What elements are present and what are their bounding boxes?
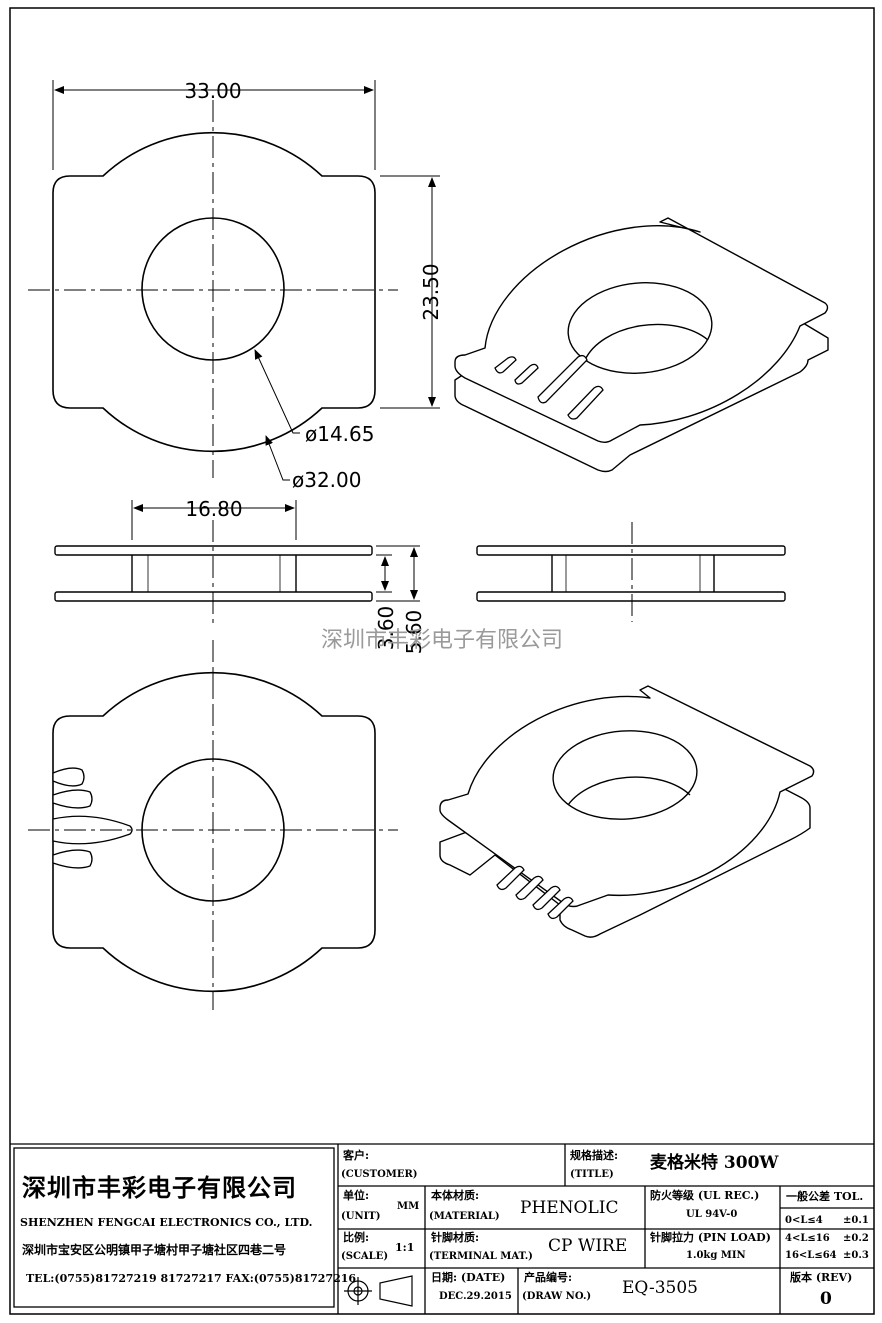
draw-no-label-en: (DRAW NO.) bbox=[522, 1291, 592, 1302]
iso-view-bottom-pins bbox=[496, 865, 574, 920]
tolerance-label: 一般公差 TOL. bbox=[786, 1190, 864, 1203]
title-label-en: (TITLE) bbox=[570, 1169, 614, 1180]
draw-no-label-cn: 产品编号: bbox=[524, 1271, 573, 1284]
dim-hole-diameter: ø14.65 bbox=[305, 422, 375, 446]
date-value: DEC.29.2015 bbox=[439, 1291, 512, 1302]
terminal-value: CP WIRE bbox=[548, 1236, 628, 1256]
title-block-grid bbox=[10, 1143, 874, 1314]
material-label-cn: 本体材质: bbox=[431, 1189, 480, 1202]
unit-label-cn: 单位: bbox=[343, 1189, 370, 1202]
title-value: 麦格米特 300W bbox=[650, 1153, 779, 1173]
material-value: PHENOLIC bbox=[520, 1198, 619, 1218]
tolerance-range-2: 4<L≤16 bbox=[785, 1233, 830, 1244]
terminal-label-cn: 针脚材质: bbox=[431, 1231, 480, 1244]
top-view-centerlines bbox=[28, 100, 398, 478]
customer-label-cn: 客户: bbox=[343, 1149, 370, 1162]
dim-side-gap: 3.60 bbox=[374, 606, 398, 651]
dim-top-height: 23.50 bbox=[419, 263, 443, 320]
fire-rating-label: 防火等级 (UL REC.) bbox=[650, 1189, 760, 1202]
scale-label-cn: 比例: bbox=[343, 1231, 370, 1244]
side-view-right bbox=[476, 545, 786, 602]
side-view-dims bbox=[131, 500, 420, 602]
revision-label: 版本 (REV) bbox=[790, 1271, 853, 1284]
fire-rating-value: UL 94V-0 bbox=[686, 1209, 738, 1220]
dim-side-width: 16.80 bbox=[185, 497, 242, 521]
company-name-en: SHENZHEN FENGCAI ELECTRONICS CO., LTD. bbox=[20, 1216, 313, 1229]
pin-load-label: 针脚拉力 (PIN LOAD) bbox=[650, 1231, 771, 1244]
company-contact: TEL:(0755)81727219 81727217 FAX:(0755)81… bbox=[26, 1272, 357, 1285]
title-label-cn: 规格描述: bbox=[570, 1149, 619, 1162]
revision-value: 0 bbox=[820, 1289, 832, 1309]
unit-label-en: (UNIT) bbox=[341, 1211, 381, 1222]
company-name-cn: 深圳市丰彩电子有限公司 bbox=[22, 1173, 297, 1202]
material-label-en: (MATERIAL) bbox=[429, 1211, 500, 1222]
drawing-frame bbox=[9, 7, 875, 1315]
watermark-text: 深圳市丰彩电子有限公司 bbox=[321, 628, 563, 653]
company-address: 深圳市宝安区公明镇甲子塘村甲子塘社区四巷二号 bbox=[22, 1243, 287, 1257]
dim-side-height: 5.60 bbox=[402, 610, 426, 655]
bottom-view-centerlines bbox=[28, 668, 398, 1010]
draw-no-value: EQ-3505 bbox=[622, 1278, 698, 1298]
tolerance-value-1: ±0.1 bbox=[843, 1215, 869, 1226]
tolerance-range-3: 16<L≤64 bbox=[785, 1250, 837, 1261]
tolerance-range-1: 0<L≤4 bbox=[785, 1215, 823, 1226]
scale-value: 1:1 bbox=[395, 1241, 415, 1254]
iso-view-bottom bbox=[439, 685, 815, 938]
tolerance-value-2: ±0.2 bbox=[843, 1233, 869, 1244]
unit-value: MM bbox=[397, 1201, 420, 1212]
date-label: 日期: (DATE) bbox=[431, 1271, 506, 1284]
tolerance-value-3: ±0.3 bbox=[843, 1250, 869, 1261]
customer-label-en: (CUSTOMER) bbox=[341, 1169, 418, 1180]
dim-outer-diameter: ø32.00 bbox=[292, 468, 362, 492]
pin-load-value: 1.0kg MIN bbox=[686, 1250, 746, 1261]
iso-view-top bbox=[454, 217, 829, 473]
side-view-left bbox=[54, 545, 373, 602]
top-view bbox=[52, 131, 376, 453]
bottom-view-pins bbox=[52, 767, 133, 869]
iso-view-top-slots bbox=[494, 354, 604, 420]
scale-label-en: (SCALE) bbox=[341, 1251, 389, 1262]
projection-symbol-icon bbox=[344, 1275, 413, 1307]
dim-top-width: 33.00 bbox=[184, 79, 241, 103]
terminal-label-en: (TERMINAL MAT.) bbox=[429, 1251, 533, 1262]
top-view-dims bbox=[52, 80, 440, 481]
